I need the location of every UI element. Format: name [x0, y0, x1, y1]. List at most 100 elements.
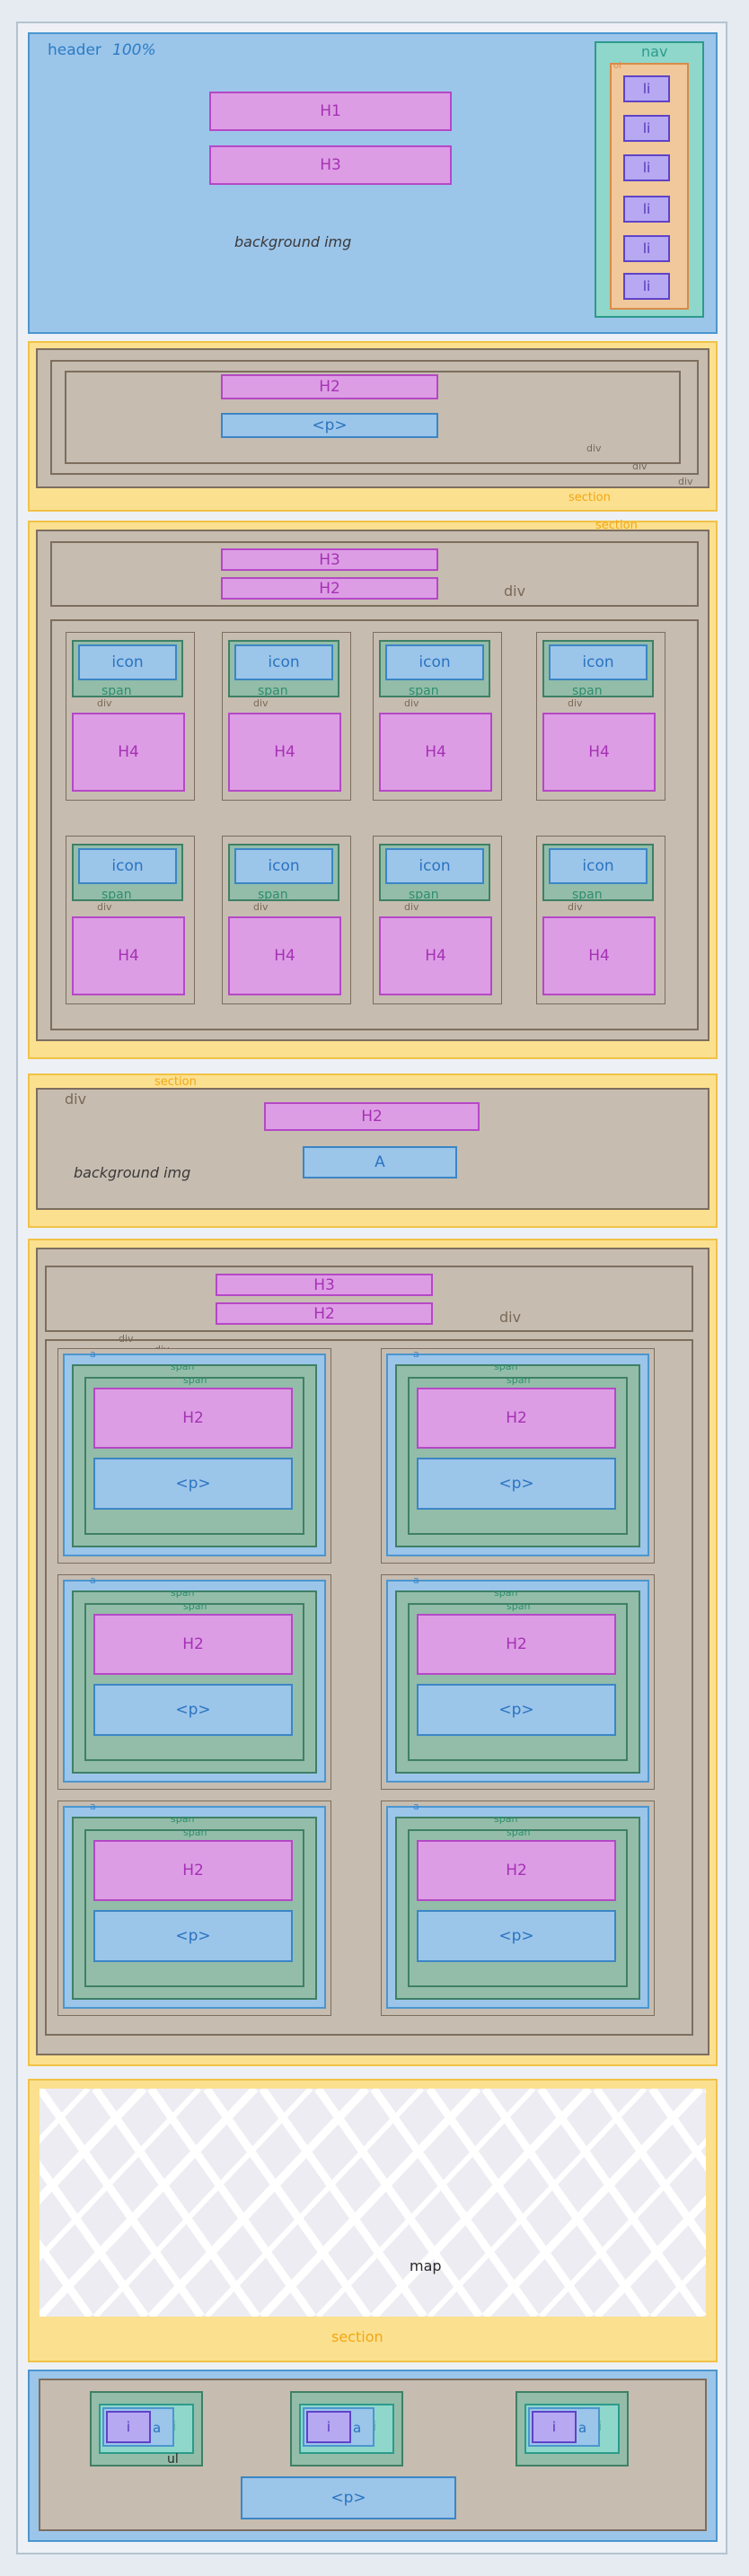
map-section: map section [28, 2079, 718, 2362]
card-span-label: span [258, 684, 288, 698]
card-span-label: span [572, 888, 603, 902]
header-label: header [48, 41, 101, 59]
card-h4: H4 [542, 916, 656, 995]
card-link-label: a [413, 1348, 419, 1360]
card-span-label: span [507, 1374, 531, 1386]
s1-paragraph: <p> [221, 413, 438, 438]
footer-icon[interactable]: i [306, 2411, 351, 2443]
card-div-label: div [253, 901, 269, 913]
header-h1: H1 [209, 92, 452, 131]
card-paragraph: <p> [417, 1458, 616, 1510]
s3-section-label: section [154, 1075, 197, 1089]
card-h4: H4 [542, 713, 656, 792]
card-span-label: span [494, 1587, 518, 1599]
card-span-label: span [507, 1600, 531, 1612]
card-icon[interactable]: icon [549, 644, 648, 680]
s3-link[interactable]: A [303, 1146, 457, 1178]
card-span-label: span [183, 1827, 207, 1838]
footer-icon[interactable]: i [532, 2411, 577, 2443]
footer-icon[interactable]: i [106, 2411, 151, 2443]
card-h4: H4 [228, 713, 341, 792]
footer-paragraph: <p> [241, 2476, 456, 2519]
card-div-label: div [404, 901, 419, 913]
card-paragraph: <p> [93, 1684, 293, 1736]
nav-item[interactable]: li [623, 154, 670, 181]
s4-h2: H2 [216, 1302, 433, 1325]
card-h4: H4 [379, 713, 492, 792]
header-background-label: background img [234, 233, 352, 250]
card-icon[interactable]: icon [385, 848, 484, 884]
s1-div-label: div [586, 442, 602, 454]
header-h3: H3 [209, 145, 452, 185]
s3-div-label: div [65, 1091, 87, 1108]
s3-div: div H2 A background img [36, 1088, 709, 1210]
card-icon[interactable]: icon [234, 644, 333, 680]
card-div-label: div [253, 697, 269, 709]
s1-div-label: div [632, 460, 648, 472]
map-section-label: section [331, 2328, 383, 2345]
card-span-label: span [101, 684, 132, 698]
card-span-label: span [507, 1827, 531, 1838]
ol-label: ol [613, 61, 621, 71]
footer-link-label: a [578, 2420, 587, 2436]
card-div-label: div [568, 697, 583, 709]
card-paragraph: <p> [417, 1684, 616, 1736]
card-icon[interactable]: icon [78, 644, 177, 680]
card-link-label: a [90, 1801, 96, 1812]
footer-link-label: a [153, 2420, 162, 2436]
card-h2: H2 [93, 1840, 293, 1901]
card-link-label: a [90, 1574, 96, 1586]
card-span-label: span [409, 888, 439, 902]
card-div-label: div [568, 901, 583, 913]
card-span-label: span [171, 1813, 195, 1825]
nav-item[interactable]: li [623, 75, 670, 102]
card-icon[interactable]: icon [549, 848, 648, 884]
card-icon[interactable]: icon [385, 644, 484, 680]
s1-section-label: section [568, 491, 611, 504]
nav-item[interactable]: li [623, 273, 670, 300]
map-image[interactable] [40, 2089, 706, 2317]
s4-div-label: div [499, 1309, 522, 1326]
card-paragraph: <p> [417, 1910, 616, 1962]
s2-h2: H2 [221, 577, 438, 600]
card-h2: H2 [93, 1614, 293, 1675]
card-span-label: span [101, 888, 132, 902]
card-h4: H4 [72, 916, 185, 995]
card-span-label: span [494, 1813, 518, 1825]
header-block: header 100% H1 H3 background img nav ol [28, 32, 718, 334]
s2-h3: H3 [221, 548, 438, 571]
nav-ol: ol [610, 61, 689, 310]
card-link-label: a [413, 1574, 419, 1586]
card-icon[interactable]: icon [234, 848, 333, 884]
card-span-label: span [572, 684, 603, 698]
card-h2: H2 [417, 1614, 616, 1675]
nav-item[interactable]: li [623, 115, 670, 142]
card-span-label: span [183, 1600, 207, 1612]
s1-div-label: div [678, 476, 693, 487]
card-span-label: span [171, 1587, 195, 1599]
card-span-label: span [171, 1361, 195, 1372]
nav-item[interactable]: li [623, 196, 670, 223]
card-div-label: div [404, 697, 419, 709]
card-span-label: span [494, 1361, 518, 1372]
card-paragraph: <p> [93, 1458, 293, 1510]
footer-link-label: a [353, 2420, 362, 2436]
s3-background-label: background img [74, 1164, 191, 1181]
nav-item[interactable]: li [623, 235, 670, 262]
card-h2: H2 [417, 1840, 616, 1901]
card-h4: H4 [228, 916, 341, 995]
card-h4: H4 [72, 713, 185, 792]
card-span-label: span [409, 684, 439, 698]
card-h2: H2 [417, 1388, 616, 1449]
card-span-label: span [258, 888, 288, 902]
header-percent: 100% [112, 41, 156, 59]
card-div-label: div [97, 697, 112, 709]
footer-ul-label: ul [167, 2452, 179, 2466]
card-h2: H2 [93, 1388, 293, 1449]
card-icon[interactable]: icon [78, 848, 177, 884]
card-h4: H4 [379, 916, 492, 995]
card-div-label: div [97, 901, 112, 913]
s3-h2: H2 [264, 1102, 480, 1131]
card-link-label: a [90, 1348, 96, 1360]
s4-div-label: div [119, 1333, 134, 1345]
